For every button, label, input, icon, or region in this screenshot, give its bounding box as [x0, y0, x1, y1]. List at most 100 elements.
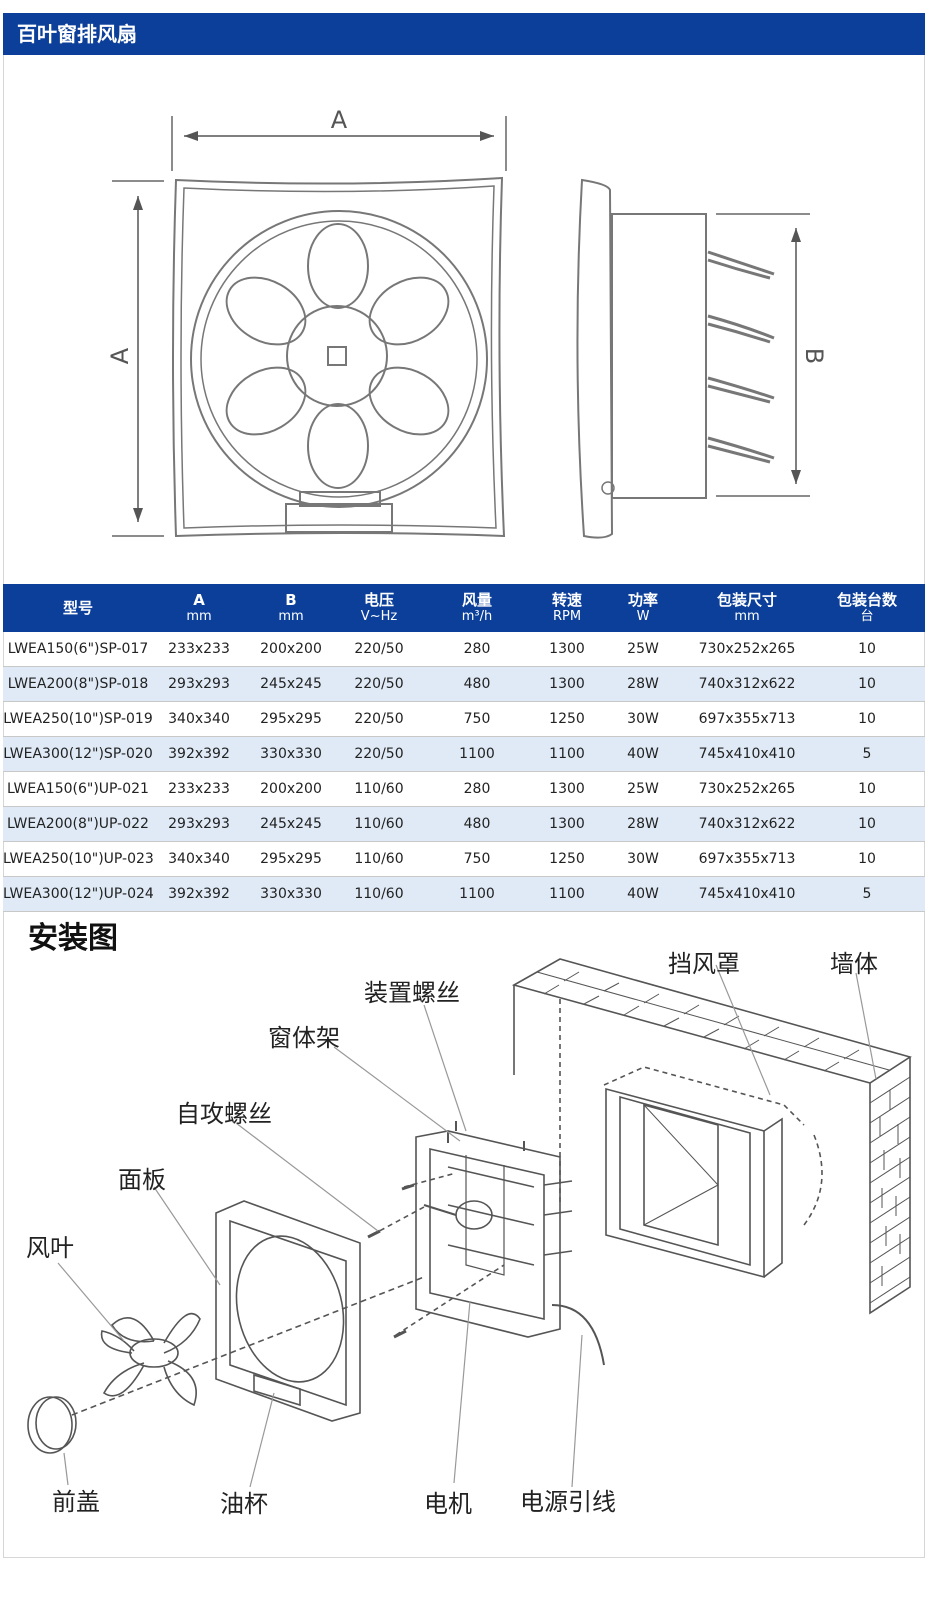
- col-header-model: 型号: [3, 584, 153, 632]
- cell-power: 25W: [601, 771, 685, 807]
- side-panel-outline: [576, 178, 614, 539]
- cell-b: 295x295: [245, 841, 337, 877]
- cell-airflow: 1100: [421, 876, 533, 912]
- front-cover: [27, 1396, 73, 1454]
- cell-a: 340x340: [153, 701, 245, 737]
- cell-power: 30W: [601, 701, 685, 737]
- cell-model: LWEA300(12")UP-024: [3, 876, 153, 912]
- cell-airflow: 750: [421, 701, 533, 737]
- cell-model: LWEA300(12")SP-020: [3, 736, 153, 772]
- cell-package-qty: 10: [809, 701, 925, 737]
- cell-package-qty: 10: [809, 632, 925, 667]
- cell-a: 392x392: [153, 876, 245, 912]
- cell-speed: 1300: [533, 632, 601, 667]
- label-motor: 电机: [424, 1490, 472, 1518]
- cell-package-qty: 10: [809, 841, 925, 877]
- dimension-a-top-label: A: [331, 106, 348, 134]
- label-front-cover: 前盖: [52, 1488, 100, 1516]
- cell-voltage: 220/50: [337, 632, 421, 667]
- cell-airflow: 280: [421, 632, 533, 667]
- cell-speed: 1300: [533, 806, 601, 842]
- cell-power: 25W: [601, 632, 685, 667]
- dimension-b-label: B: [800, 348, 828, 364]
- cell-package-size: 697x355x713: [685, 841, 809, 877]
- cell-airflow: 1100: [421, 736, 533, 772]
- col-header-package-qty: 包装台数台: [809, 584, 925, 632]
- cell-a: 340x340: [153, 841, 245, 877]
- cell-model: LWEA200(8")UP-022: [3, 806, 153, 842]
- label-oil-cup: 油杯: [220, 1490, 268, 1518]
- cell-model: LWEA250(10")UP-023: [3, 841, 153, 877]
- label-wind-cover: 挡风罩: [668, 950, 740, 978]
- cell-package-qty: 5: [809, 876, 925, 912]
- front-panel-outline: [172, 176, 506, 538]
- install-title: 安装图: [28, 921, 118, 956]
- cell-package-size: 740x312x622: [685, 666, 809, 702]
- cell-b: 200x200: [245, 771, 337, 807]
- cell-voltage: 110/60: [337, 806, 421, 842]
- motor: [455, 1200, 493, 1230]
- cell-a: 233x233: [153, 771, 245, 807]
- cell-b: 200x200: [245, 632, 337, 667]
- dimension-diagram: A A B: [106, 106, 828, 539]
- cell-a: 293x293: [153, 666, 245, 702]
- cell-b: 245x245: [245, 666, 337, 702]
- cell-speed: 1100: [533, 736, 601, 772]
- cell-voltage: 110/60: [337, 771, 421, 807]
- dimension-a-side-label: A: [106, 347, 134, 364]
- cell-speed: 1300: [533, 666, 601, 702]
- label-panel: 面板: [118, 1166, 166, 1194]
- label-mounting-screw: 装置螺丝: [364, 979, 460, 1007]
- installation-diagram: [27, 958, 912, 1488]
- cell-model: LWEA200(8")SP-018: [3, 666, 153, 702]
- cell-package-size: 745x410x410: [685, 876, 809, 912]
- page-title: 百叶窗排风扇: [3, 13, 925, 55]
- cell-b: 330x330: [245, 736, 337, 772]
- cell-airflow: 480: [421, 806, 533, 842]
- fan-blade: [100, 1312, 201, 1407]
- wind-shield: [605, 1087, 765, 1279]
- cell-b: 245x245: [245, 806, 337, 842]
- cell-voltage: 110/60: [337, 841, 421, 877]
- cell-airflow: 280: [421, 771, 533, 807]
- cell-model: LWEA250(10")SP-019: [3, 701, 153, 737]
- cell-power: 30W: [601, 841, 685, 877]
- cell-speed: 1250: [533, 701, 601, 737]
- cell-package-size: 730x252x265: [685, 771, 809, 807]
- cell-a: 392x392: [153, 736, 245, 772]
- cell-package-size: 730x252x265: [685, 632, 809, 667]
- label-tapping-screw: 自攻螺丝: [176, 1100, 272, 1128]
- cell-voltage: 220/50: [337, 666, 421, 702]
- side-body-outline: [611, 213, 707, 499]
- cell-power: 40W: [601, 736, 685, 772]
- cell-package-qty: 5: [809, 736, 925, 772]
- cell-speed: 1250: [533, 841, 601, 877]
- power-cord: [551, 1304, 605, 1366]
- cell-model: LWEA150(6")UP-021: [3, 771, 153, 807]
- cell-package-qty: 10: [809, 771, 925, 807]
- cell-a: 293x293: [153, 806, 245, 842]
- cell-package-size: 740x312x622: [685, 806, 809, 842]
- cell-voltage: 110/60: [337, 876, 421, 912]
- cell-airflow: 480: [421, 666, 533, 702]
- cell-model: LWEA150(6")SP-017: [3, 632, 153, 667]
- cell-package-size: 697x355x713: [685, 701, 809, 737]
- fan-hub: [286, 305, 388, 407]
- label-wall: 墙体: [830, 950, 878, 978]
- panel: [215, 1200, 361, 1422]
- cell-package-size: 745x410x410: [685, 736, 809, 772]
- cell-power: 28W: [601, 806, 685, 842]
